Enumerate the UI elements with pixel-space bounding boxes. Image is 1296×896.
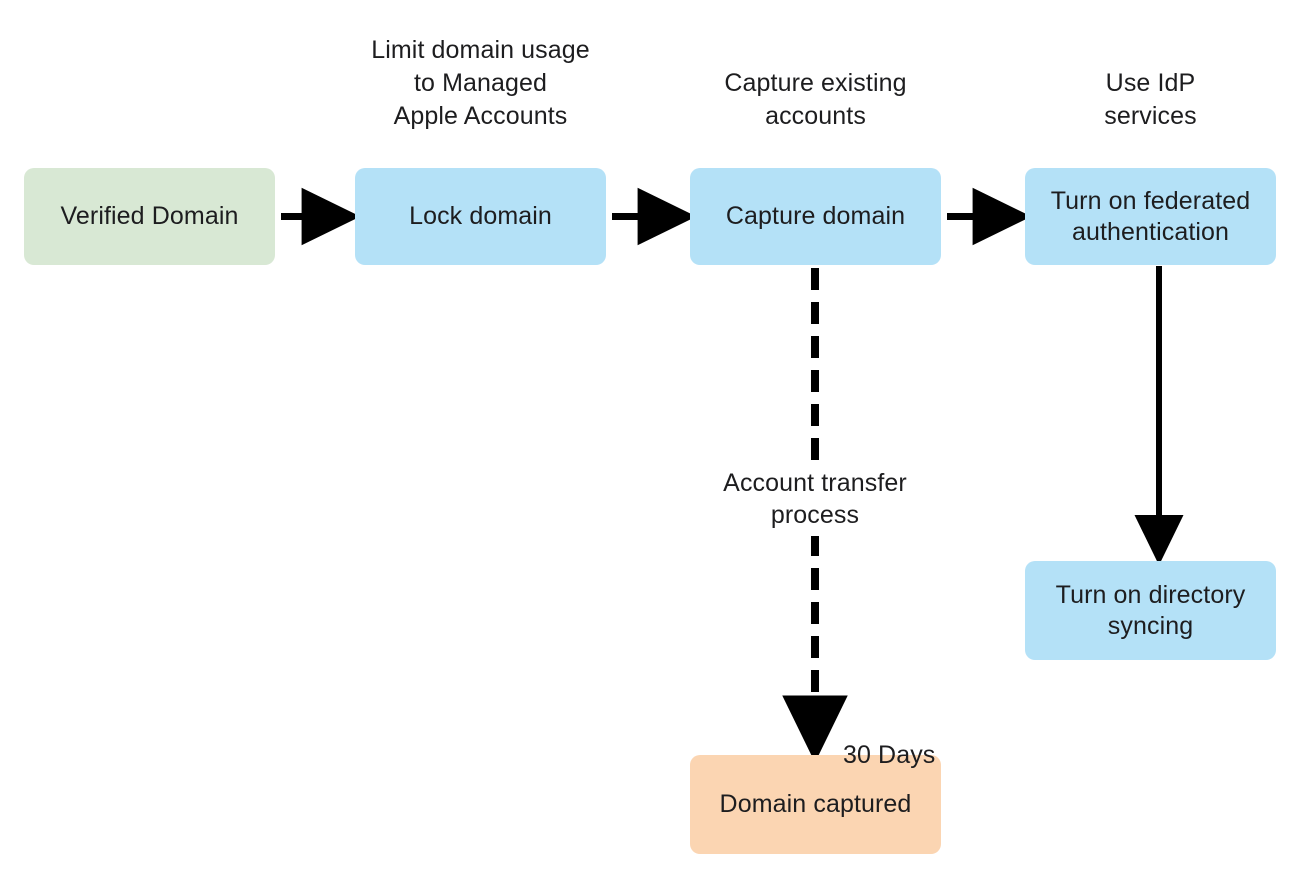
node-lock-domain-label: Lock domain xyxy=(409,202,552,231)
node-directory-syncing[interactable]: Turn on directory syncing xyxy=(1025,561,1276,660)
node-domain-captured[interactable]: Domain captured xyxy=(690,755,941,854)
node-directory-syncing-label: Turn on directory syncing xyxy=(1055,581,1246,640)
caption-capture-domain-text: Capture existing accounts xyxy=(724,69,907,130)
caption-federated-auth-text: Use IdP services xyxy=(1104,69,1197,130)
edge-label-account-transfer-process-text: Account transfer process xyxy=(723,468,907,530)
caption-lock-domain-text: Limit domain usage to Managed Apple Acco… xyxy=(371,36,590,130)
edge-label-account-transfer-process: Account transfer process xyxy=(665,462,965,536)
node-capture-domain[interactable]: Capture domain xyxy=(690,168,941,265)
node-federated-auth-label: Turn on federated authentication xyxy=(1050,187,1251,246)
edge-label-thirty-days: 30 Days xyxy=(843,706,993,769)
node-capture-domain-label: Capture domain xyxy=(725,202,906,231)
node-verified-domain-label: Verified Domain xyxy=(60,202,239,231)
caption-federated-auth: Use IdP services xyxy=(1025,28,1276,133)
node-lock-domain[interactable]: Lock domain xyxy=(355,168,606,265)
caption-capture-domain: Capture existing accounts xyxy=(690,28,941,133)
node-verified-domain[interactable]: Verified Domain xyxy=(24,168,275,265)
node-federated-auth[interactable]: Turn on federated authentication xyxy=(1025,168,1276,265)
node-domain-captured-label: Domain captured xyxy=(719,790,912,819)
edge-label-thirty-days-text: 30 Days xyxy=(843,740,936,769)
caption-lock-domain: Limit domain usage to Managed Apple Acco… xyxy=(355,28,606,133)
